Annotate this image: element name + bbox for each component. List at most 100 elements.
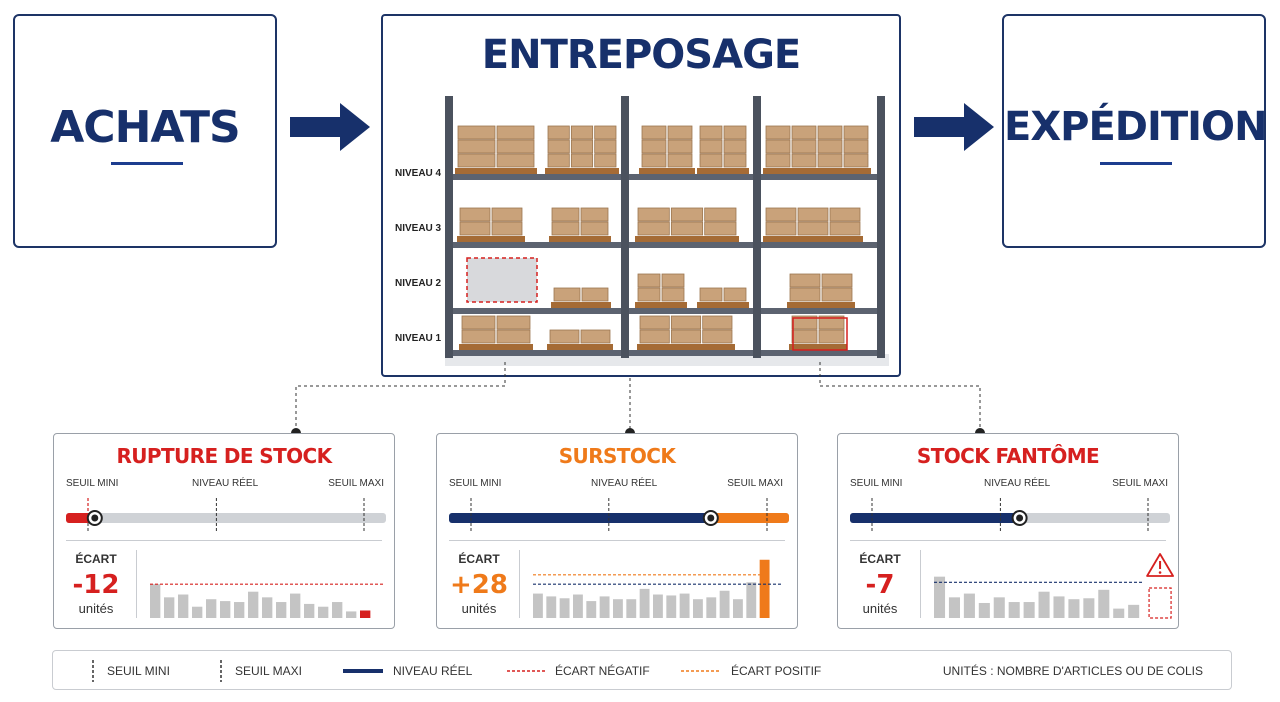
seuil-mini-label: SEUIL MINI: [449, 478, 502, 489]
rack-level-label: NIVEAU 2: [395, 278, 442, 289]
pallet: [457, 236, 525, 242]
pallet: [635, 236, 739, 242]
history-bar: [1038, 591, 1050, 618]
carton-box: [639, 315, 670, 330]
gauge-marker-dot: [707, 514, 715, 522]
carton-box: [667, 139, 693, 154]
ecart-negatif-swatch: [507, 670, 547, 672]
history-bar: [533, 593, 543, 618]
warehouse-rack-illustration: [445, 96, 889, 366]
rack-beam: [449, 308, 885, 314]
connector-lines: [291, 362, 985, 438]
history-bar: [546, 596, 557, 618]
gauge-marker-dot: [1016, 514, 1024, 522]
legend-ecart-positif: ÉCART POSITIF: [731, 664, 822, 678]
arrow-right-icon: [914, 103, 994, 151]
rack-level-label: NIVEAU 4: [395, 168, 442, 179]
carton-box: [641, 125, 667, 140]
history-bar: [248, 591, 259, 618]
achats-box: ACHATS: [13, 14, 277, 248]
phantom-bar: [1148, 587, 1172, 619]
carton-box: [580, 221, 609, 236]
history-bar: [206, 599, 217, 618]
seuil-mini-label: SEUIL MINI: [66, 478, 119, 489]
history-bar: [1023, 602, 1035, 618]
history-bar: [626, 599, 637, 618]
expedition-box: EXPÉDITION: [1002, 14, 1268, 248]
panel-rupture-de-stock: RUPTURE DE STOCK SEUIL MINI NIVEAU RÉEL …: [53, 433, 395, 629]
carton-box: [496, 125, 535, 140]
carton-box: [723, 139, 747, 154]
seuil-mini-label: SEUIL MINI: [850, 478, 903, 489]
carton-box: [765, 221, 797, 236]
gauge-fill: [850, 513, 1020, 523]
carton-box: [797, 221, 829, 236]
carton-box: [791, 125, 817, 140]
divider: [920, 550, 921, 618]
history-bar: [220, 601, 231, 618]
carton-box: [639, 329, 670, 344]
carton-box: [594, 153, 617, 168]
carton-box: [594, 125, 617, 140]
ecart-unit: unités: [461, 601, 497, 616]
carton-box: [570, 139, 594, 154]
gauge-track: [66, 513, 386, 523]
carton-box: [791, 153, 817, 168]
carton-box: [791, 329, 818, 344]
pallet: [697, 302, 749, 308]
carton-box: [459, 221, 491, 236]
rack-beam: [449, 242, 885, 248]
history-bar: [318, 606, 329, 618]
history-bar-chart: [150, 583, 384, 618]
history-bar: [706, 597, 717, 618]
expedition-underline: [1100, 162, 1172, 165]
history-bar: [653, 594, 663, 618]
rack-level-label: NIVEAU 1: [395, 333, 442, 344]
pallet: [459, 344, 533, 350]
carton-box: [580, 329, 611, 344]
seuil-maxi-swatch: [220, 660, 222, 682]
pallet: [551, 302, 611, 308]
gauge-marker-dot: [91, 514, 99, 522]
ecart-value: +28: [450, 570, 508, 600]
carton-box: [843, 139, 869, 154]
history-bar-chart: [934, 553, 1174, 619]
carton-box: [570, 153, 594, 168]
carton-box: [670, 207, 704, 222]
carton-box: [789, 287, 821, 302]
history-bar: [332, 602, 343, 618]
history-bar: [164, 597, 175, 618]
achats-title: ACHATS: [50, 102, 241, 153]
history-bar: [746, 582, 757, 618]
rack-beam: [449, 350, 885, 356]
carton-box: [765, 207, 797, 222]
carton-box: [491, 207, 523, 222]
carton-box: [702, 329, 733, 344]
divider: [136, 550, 137, 618]
history-bar: [666, 595, 677, 618]
carton-box: [547, 153, 570, 168]
carton-box: [821, 287, 853, 302]
history-bar: [150, 584, 161, 618]
carton-box: [723, 153, 747, 168]
carton-box: [765, 153, 791, 168]
carton-box: [699, 287, 723, 302]
rack-upright: [753, 96, 761, 358]
expedition-title: EXPÉDITION: [1004, 104, 1268, 150]
carton-box: [699, 153, 723, 168]
carton-box: [637, 273, 661, 288]
empty-slot-highlight: [466, 257, 538, 303]
pallet: [639, 168, 695, 174]
carton-box: [702, 315, 733, 330]
legend: SEUIL MINI SEUIL MAXI NIVEAU RÉEL ÉCART …: [52, 650, 1232, 690]
history-bar: [360, 610, 371, 618]
pallet: [635, 302, 687, 308]
carton-box: [457, 125, 496, 140]
stock-level-gauge: [850, 498, 1170, 532]
history-bar: [978, 602, 990, 618]
gauge-fill: [449, 513, 711, 523]
divider: [449, 540, 785, 541]
carton-box: [818, 329, 845, 344]
history-bar: [573, 594, 583, 618]
history-bar: [192, 606, 203, 618]
